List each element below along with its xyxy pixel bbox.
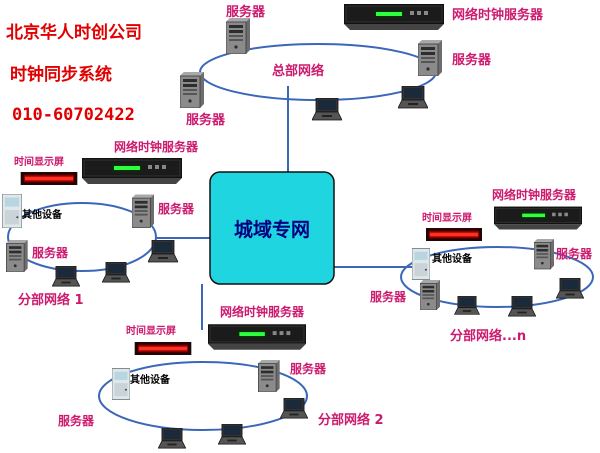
- branchn-server-bottom-label: 服务器: [370, 289, 407, 304]
- server-tower-icon: [258, 360, 280, 392]
- server-tower-icon: [418, 40, 442, 76]
- branch1-ring: [7, 202, 157, 272]
- server-tower-icon: [132, 194, 154, 228]
- ntp-server-icon: [344, 4, 444, 30]
- other-device-cabinet-icon: [412, 248, 430, 280]
- laptop-icon: [454, 296, 480, 315]
- hq-server-left-label: 服务器: [186, 112, 226, 128]
- core-network-box: [209, 171, 335, 285]
- company-phone: 010-60702422: [12, 105, 135, 125]
- branchn-ntp-label: 网络时钟服务器: [492, 187, 577, 202]
- system-name: 时钟同步系统: [10, 64, 112, 85]
- laptop-icon: [148, 240, 178, 263]
- branchn-other-label: 其他设备: [432, 252, 473, 265]
- laptop-icon: [556, 278, 584, 299]
- server-tower-icon: [534, 238, 554, 270]
- branchn-network-name: 分部网络...n: [450, 328, 526, 344]
- server-tower-icon: [226, 18, 250, 54]
- core-network-label: 城域专网: [234, 218, 310, 241]
- hq-server-top-label: 服务器: [226, 4, 266, 20]
- branch1-server-left-label: 服务器: [32, 245, 69, 260]
- branch2-display-label: 时间显示屏: [126, 324, 176, 337]
- server-tower-icon: [420, 280, 440, 310]
- branch2-ntp-label: 网络时钟服务器: [220, 304, 305, 319]
- laptop-icon: [398, 86, 428, 109]
- other-device-cabinet-icon: [2, 194, 22, 228]
- laptop-icon: [102, 262, 130, 283]
- server-tower-icon: [180, 72, 204, 108]
- display-screen-icon: [20, 172, 78, 185]
- hq-server-right-label: 服务器: [452, 52, 492, 68]
- laptop-icon: [218, 424, 246, 445]
- other-device-cabinet-icon: [112, 368, 130, 400]
- server-tower-icon: [6, 240, 28, 272]
- branch1-other-label: 其他设备: [22, 208, 63, 221]
- branch2-ring: [98, 361, 308, 431]
- ntp-server-icon: [494, 206, 582, 230]
- branch1-display-label: 时间显示屏: [14, 155, 64, 168]
- branchn-ring: [400, 246, 594, 308]
- company-name: 北京华人时创公司: [6, 22, 142, 43]
- laptop-icon: [52, 266, 80, 287]
- laptop-icon: [280, 398, 308, 419]
- branch1-server-right-label: 服务器: [158, 201, 195, 216]
- branch2-server-right-label: 服务器: [290, 361, 327, 376]
- laptop-icon: [508, 296, 536, 317]
- display-screen-icon: [426, 228, 482, 241]
- branchn-server-right-label: 服务器: [556, 246, 593, 261]
- branch2-server-left-label: 服务器: [58, 413, 95, 428]
- laptop-icon: [158, 428, 186, 449]
- branch2-network-name: 分部网络 2: [318, 412, 384, 428]
- hq-network-name: 总部网络: [272, 63, 324, 79]
- branchn-display-label: 时间显示屏: [422, 211, 472, 224]
- laptop-icon: [312, 98, 342, 121]
- display-screen-icon: [134, 342, 192, 355]
- ntp-server-icon: [208, 324, 306, 350]
- hq-ntp-label: 网络时钟服务器: [452, 7, 544, 23]
- branch1-ntp-label: 网络时钟服务器: [114, 139, 199, 154]
- ntp-server-icon: [82, 158, 182, 184]
- branch2-other-label: 其他设备: [130, 373, 171, 386]
- branch1-network-name: 分部网络 1: [18, 292, 84, 308]
